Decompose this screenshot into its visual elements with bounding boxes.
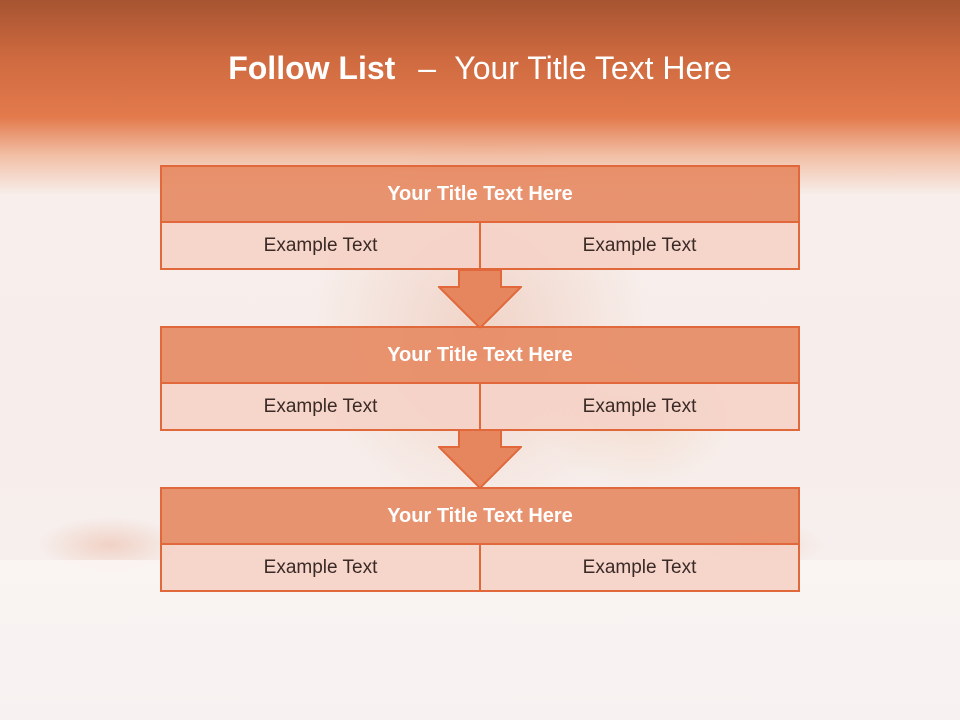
step-1-title: Your Title Text Here xyxy=(162,167,798,223)
step-1-row: Example Text Example Text xyxy=(162,223,798,268)
step-2-title: Your Title Text Here xyxy=(162,328,798,384)
step-3-right-cell: Example Text xyxy=(479,545,798,590)
title-rest: Your Title Text Here xyxy=(454,50,732,86)
step-2-left-cell: Example Text xyxy=(162,384,479,429)
title-dash: – xyxy=(418,50,436,86)
step-1: Your Title Text Here Example Text Exampl… xyxy=(160,165,800,270)
down-arrow-icon xyxy=(438,270,522,330)
title-strong: Follow List xyxy=(228,50,396,86)
step-3-title: Your Title Text Here xyxy=(162,489,798,545)
step-1-left-cell: Example Text xyxy=(162,223,479,268)
step-2-row: Example Text Example Text xyxy=(162,384,798,429)
step-3: Your Title Text Here Example Text Exampl… xyxy=(160,487,800,592)
down-arrow-icon xyxy=(438,430,522,490)
step-1-right-cell: Example Text xyxy=(479,223,798,268)
header-band xyxy=(0,0,960,195)
slide-title: Follow List – Your Title Text Here xyxy=(0,50,960,87)
step-3-row: Example Text Example Text xyxy=(162,545,798,590)
step-3-left-cell: Example Text xyxy=(162,545,479,590)
step-2-right-cell: Example Text xyxy=(479,384,798,429)
step-2: Your Title Text Here Example Text Exampl… xyxy=(160,326,800,431)
